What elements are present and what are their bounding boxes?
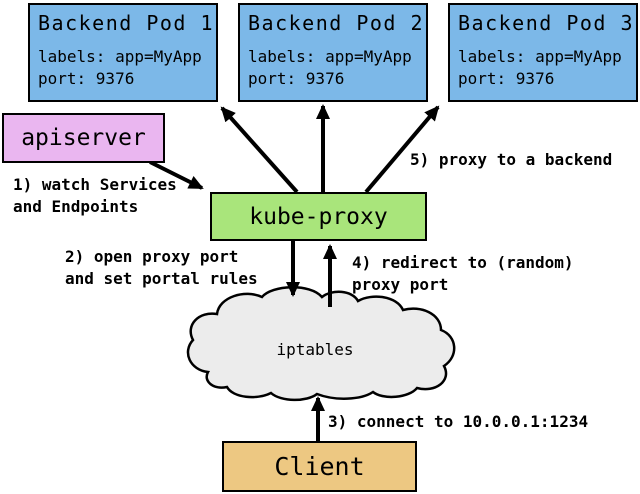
apiserver-node: apiserver [2,113,165,163]
step-2-open-proxy-port: 2) open proxy port and set portal rules [65,247,258,288]
backend-pod-2-port: port: 9376 [248,69,345,88]
backend-pod-2-labels: labels: app=MyApp [248,47,412,66]
arrow-kubeproxy-to-pod1 [220,106,299,194]
backend-pod-1-title: Backend Pod 1 [38,11,215,35]
kube-proxy-node: kube-proxy [210,192,427,241]
backend-pod-2-details: labels: app=MyApp port: 9376 [248,46,426,90]
step-1-watch-services: 1) watch Services and Endpoints [13,175,177,216]
client-node: Client [222,441,417,492]
backend-pod-1-details: labels: app=MyApp port: 9376 [38,46,216,90]
step-3-connect: 3) connect to 10.0.0.1:1234 [328,412,589,431]
backend-pod-1-port: port: 9376 [38,69,135,88]
step-5-proxy-to-backend: 5) proxy to a backend [410,150,613,169]
iptables-cloud [186,286,456,402]
step-4-redirect: 4) redirect to (random) proxy port [352,253,574,294]
backend-pod-2: Backend Pod 2 labels: app=MyApp port: 93… [238,3,428,102]
backend-pod-3: Backend Pod 3 labels: app=MyApp port: 93… [448,3,638,102]
backend-pod-3-port: port: 9376 [458,69,555,88]
backend-pod-2-title: Backend Pod 2 [248,11,425,35]
arrow-apiserver-to-kubeproxy [149,160,204,190]
backend-pod-3-title: Backend Pod 3 [458,11,635,35]
backend-pod-1-labels: labels: app=MyApp [38,47,202,66]
client-label: Client [274,452,365,481]
apiserver-label: apiserver [21,125,146,151]
backend-pod-3-details: labels: app=MyApp port: 9376 [458,46,636,90]
kube-proxy-label: kube-proxy [249,203,388,230]
arrow-kubeproxy-to-pod3 [364,105,440,194]
iptables-label: iptables [276,340,354,359]
backend-pod-3-labels: labels: app=MyApp [458,47,622,66]
backend-pod-1: Backend Pod 1 labels: app=MyApp port: 93… [28,3,218,102]
